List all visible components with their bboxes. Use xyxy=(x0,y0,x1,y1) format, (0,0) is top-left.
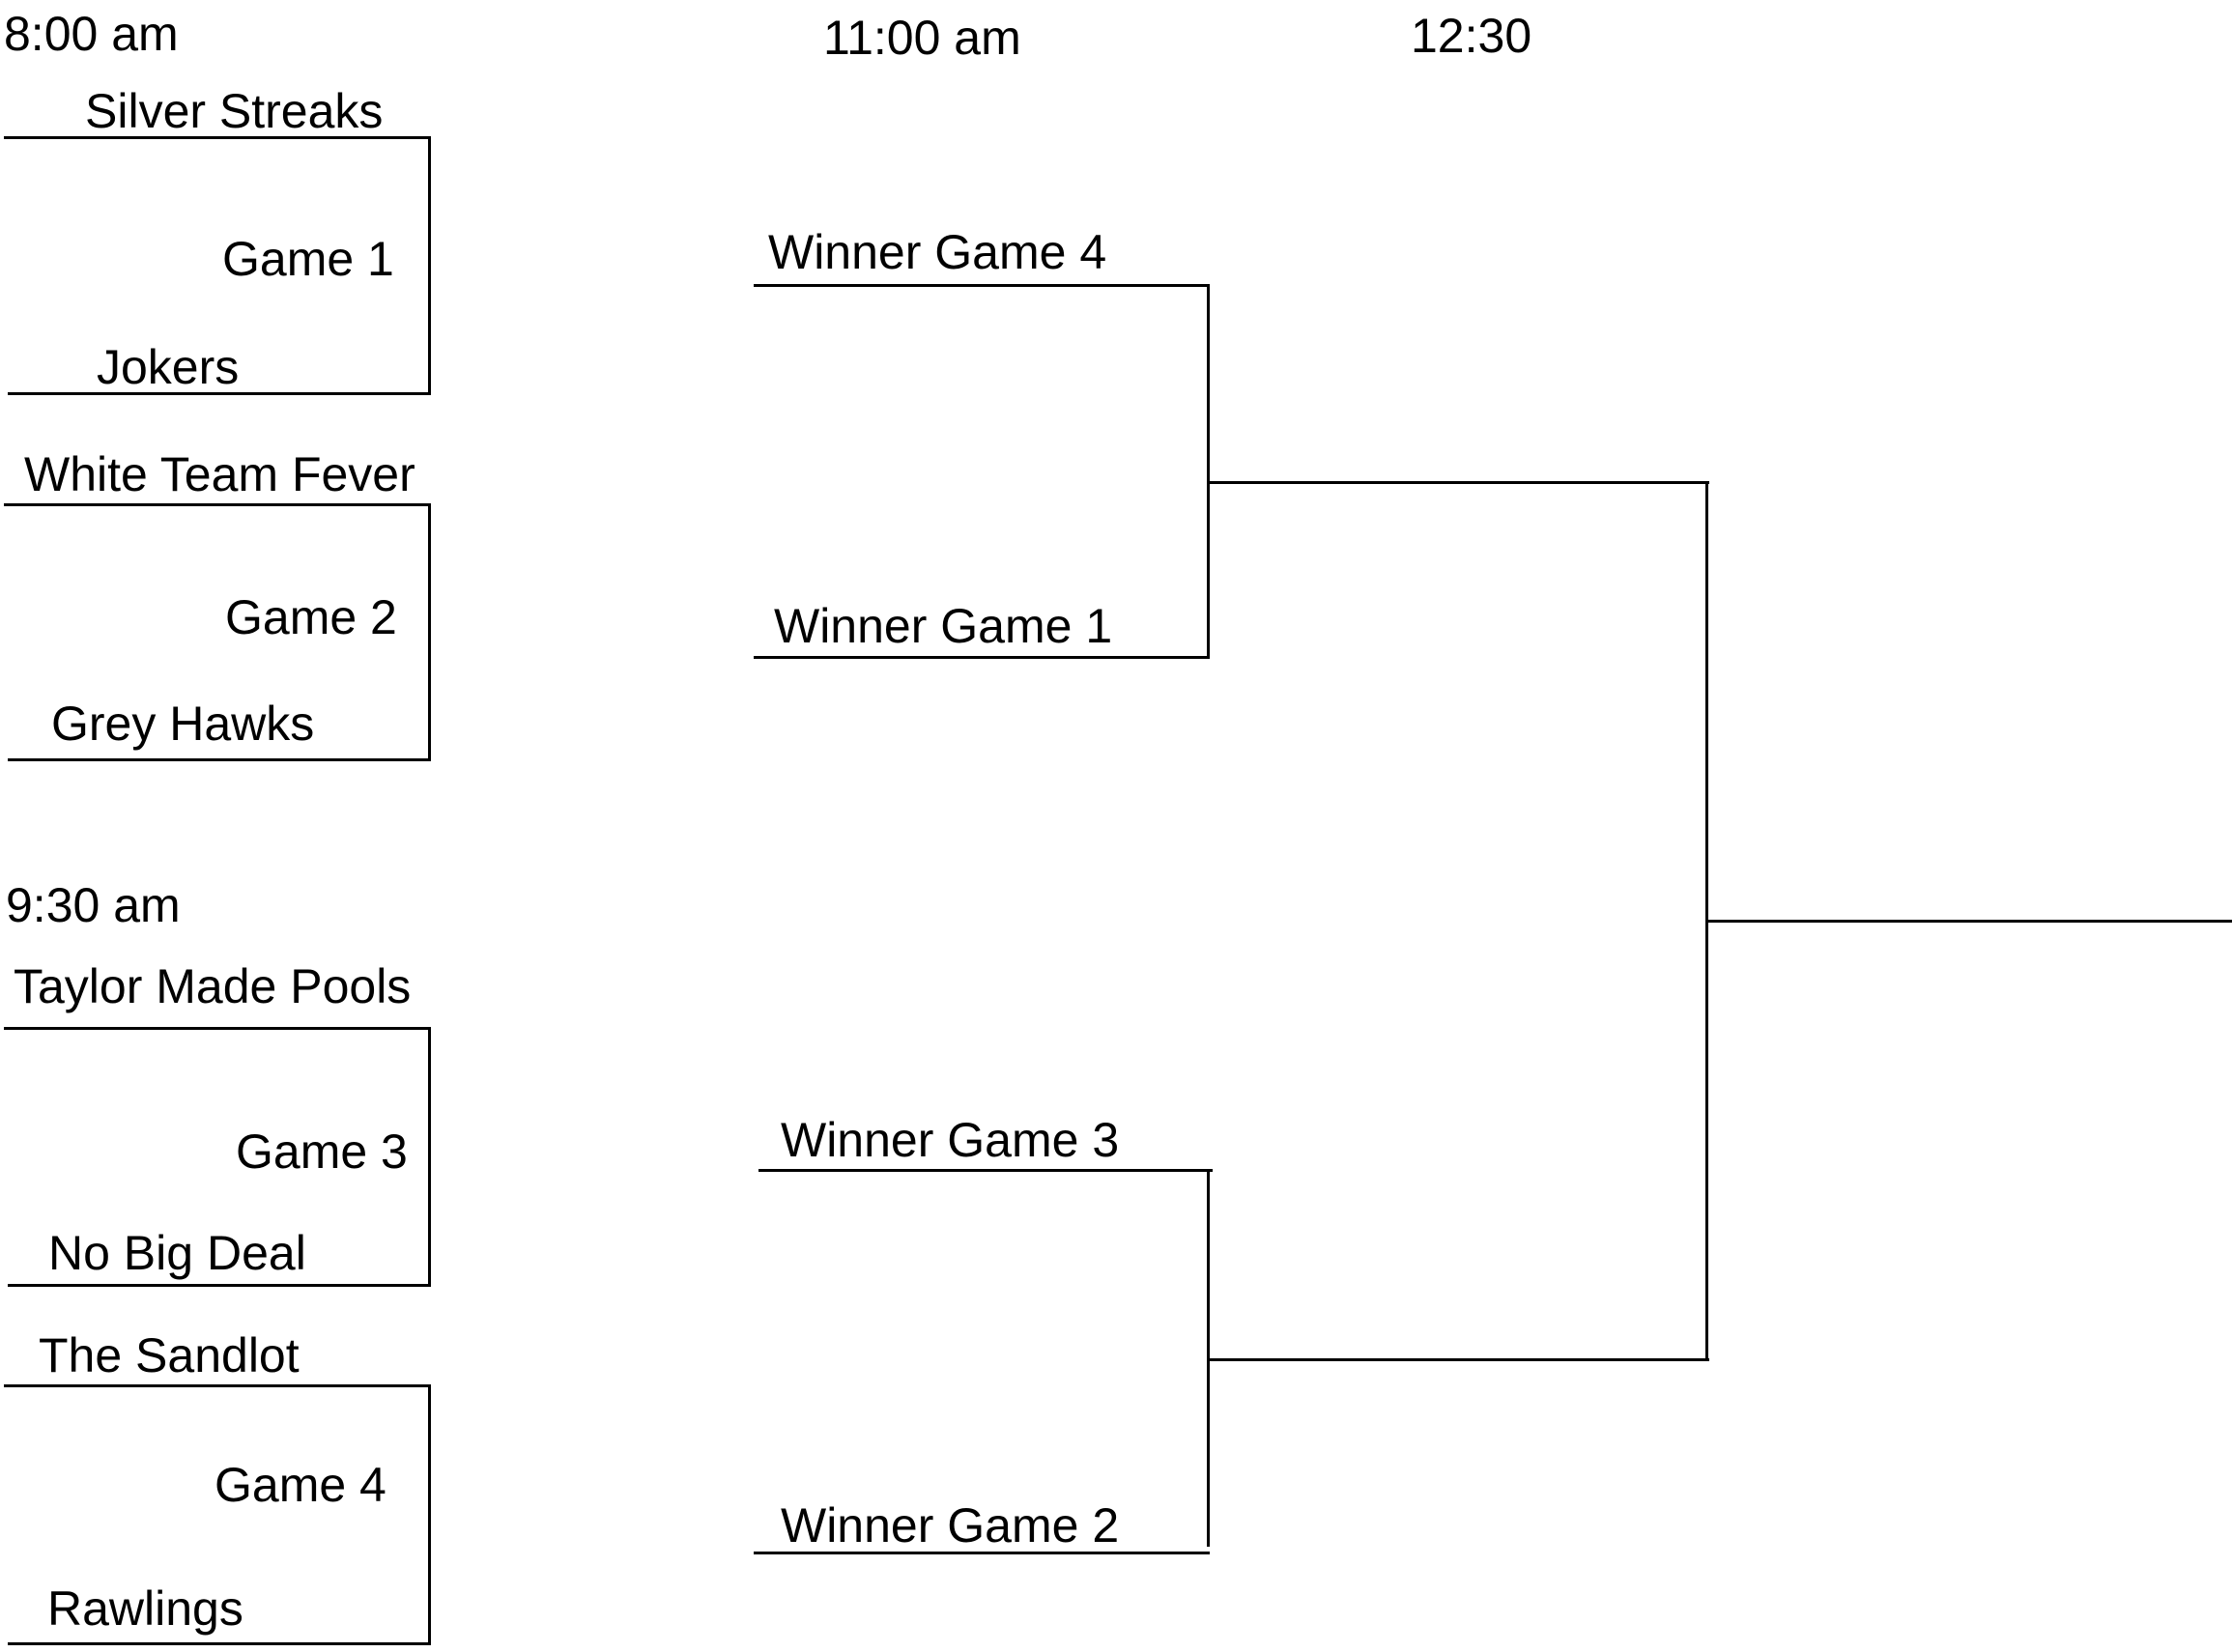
team-name: Taylor Made Pools xyxy=(14,959,412,1013)
bracket-line xyxy=(758,1169,1213,1172)
team-name: The Sandlot xyxy=(39,1328,300,1382)
bracket-line xyxy=(754,656,1210,659)
bracket-line xyxy=(1207,481,1709,484)
team-name: No Big Deal xyxy=(48,1226,306,1280)
game-label: Game 3 xyxy=(236,1125,408,1179)
bracket-line xyxy=(428,1027,431,1287)
team-name: Jokers xyxy=(97,340,240,394)
game-label: Game 1 xyxy=(222,232,394,286)
team-name: Grey Hawks xyxy=(51,697,315,751)
semifinal-slot: Winner Game 3 xyxy=(781,1113,1120,1167)
bracket-line xyxy=(428,503,431,761)
bracket-line xyxy=(754,1552,1210,1554)
game-label: Game 2 xyxy=(225,590,397,644)
bracket-line xyxy=(1207,1358,1709,1361)
time-header-930am: 9:30 am xyxy=(6,878,181,932)
bracket-line xyxy=(4,503,431,506)
champion-line xyxy=(1705,920,2232,923)
bracket-line xyxy=(428,136,431,395)
bracket-line xyxy=(8,758,431,761)
semifinal-slot: Winner Game 2 xyxy=(781,1498,1120,1552)
time-header-8am: 8:00 am xyxy=(4,7,179,61)
bracket-line xyxy=(4,1027,431,1030)
team-name: Silver Streaks xyxy=(85,84,384,138)
time-header-11am: 11:00 am xyxy=(823,11,1021,65)
bracket-line xyxy=(8,1284,431,1287)
semifinal-slot: Winner Game 4 xyxy=(768,225,1107,279)
bracket-line xyxy=(1207,284,1210,659)
game-label: Game 4 xyxy=(215,1458,386,1512)
team-name: Rawlings xyxy=(47,1581,243,1636)
time-header-1230: 12:30 xyxy=(1411,9,1532,63)
bracket-line xyxy=(428,1384,431,1645)
bracket-line xyxy=(4,136,431,139)
bracket-line xyxy=(754,284,1210,287)
team-name: White Team Fever xyxy=(24,447,415,501)
bracket-line xyxy=(4,1384,431,1387)
bracket-line xyxy=(8,392,431,395)
semifinal-slot: Winner Game 1 xyxy=(774,599,1113,653)
bracket-line xyxy=(8,1642,431,1645)
